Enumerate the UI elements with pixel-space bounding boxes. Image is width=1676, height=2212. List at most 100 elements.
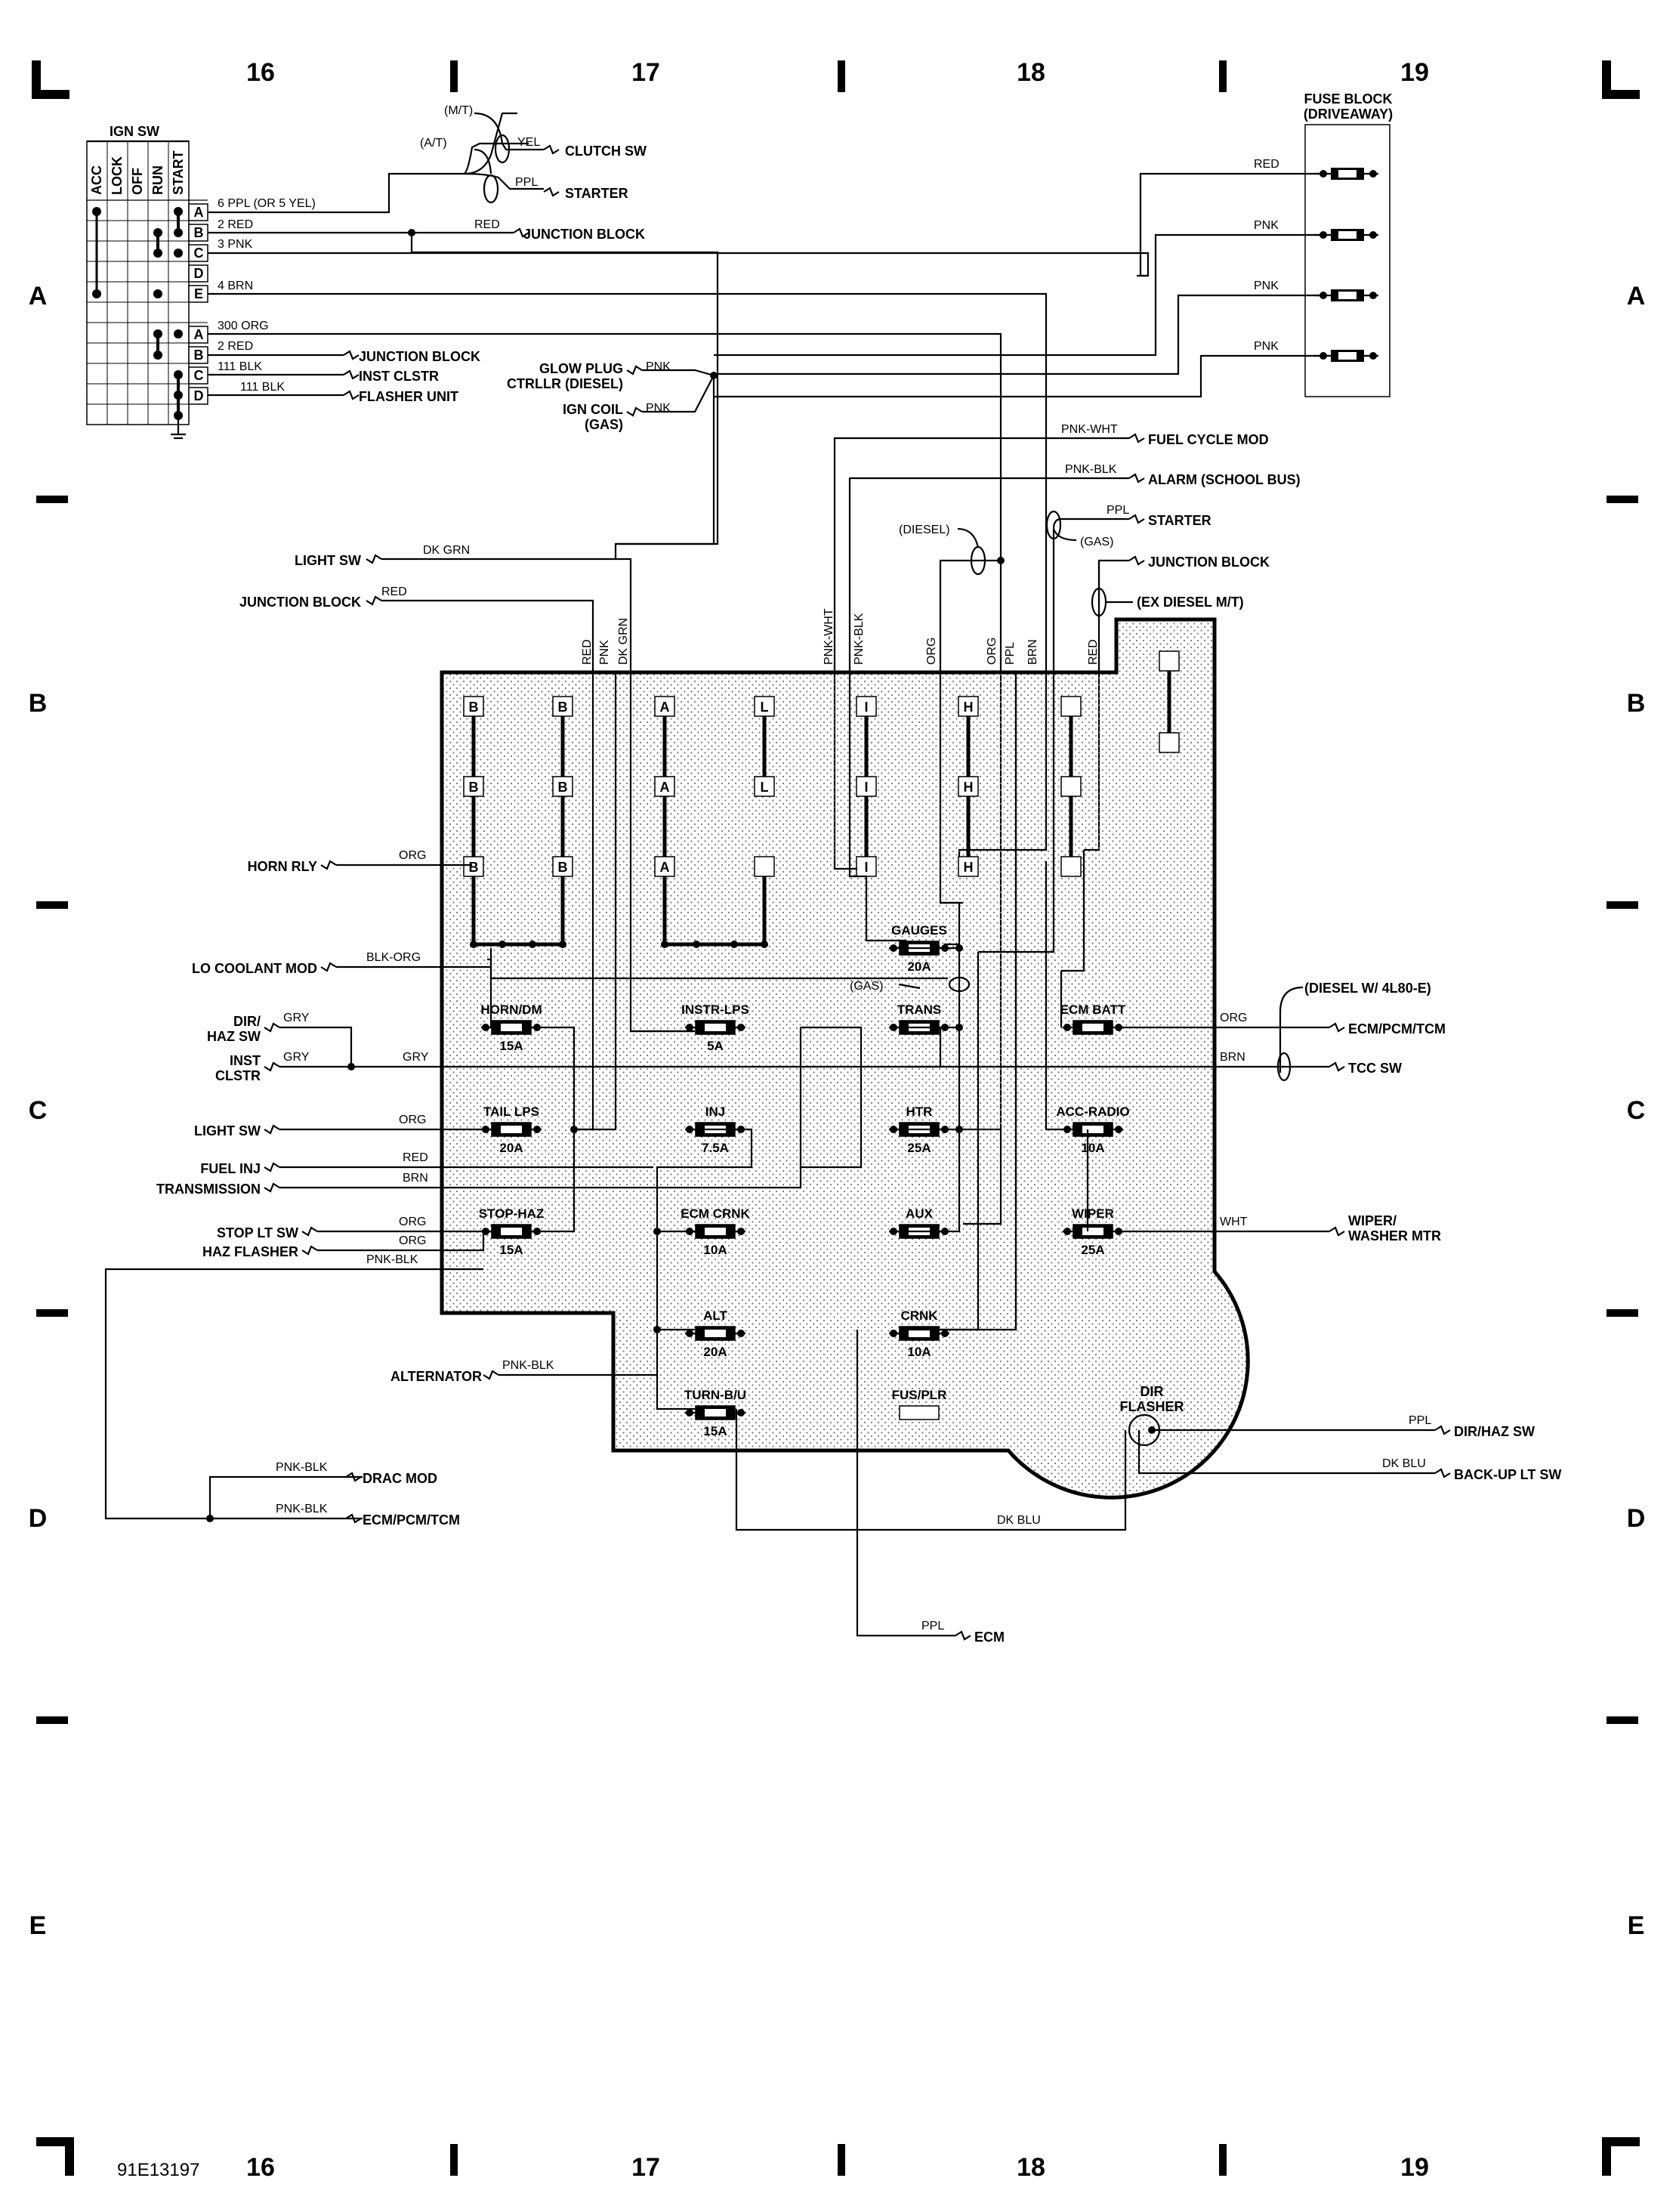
connector-gas: (GAS) <box>1080 536 1113 548</box>
ign-terminal: B <box>194 348 204 363</box>
fuse-name: TURN-B/U <box>684 1388 746 1402</box>
wire-label: PNK <box>1254 219 1279 232</box>
connector-dir-haz-sw-2: HAZ SW <box>207 1029 261 1044</box>
connector-dir-haz-sw: DIR/ <box>233 1014 261 1029</box>
bus-terminal-label: A <box>660 700 670 715</box>
driveaway-fuse-block: FUSE BLOCK (DRIVEAWAY) RED PNK <box>714 91 1393 398</box>
ign-terminal: C <box>194 246 204 261</box>
bus-terminal-label: L <box>761 780 769 795</box>
connector-horn-rly: HORN RLY <box>248 859 317 874</box>
connector-gas-2: (GAS) <box>850 980 883 993</box>
ign-terminal: C <box>194 368 204 383</box>
fuse-rating: 5A <box>707 1039 724 1053</box>
wire-label: PNK-WHT <box>823 608 835 665</box>
connector-junction-block-3: JUNCTION BLOCK <box>1148 555 1270 570</box>
fuse-block-title: FUSE BLOCK <box>1304 91 1393 107</box>
row-label: D <box>1627 1504 1646 1533</box>
connector-washer-mtr: WASHER MTR <box>1348 1228 1441 1243</box>
bus-terminal-label: B <box>558 700 568 715</box>
wire-label: PNK <box>1254 280 1279 292</box>
connector-wiper: WIPER/ <box>1348 1213 1397 1228</box>
bus-terminal-label: B <box>558 860 568 875</box>
wire-label: ORG <box>399 1234 426 1247</box>
fuse-name: ECM CRNK <box>681 1206 750 1221</box>
wire-label: RED <box>381 585 407 598</box>
frame-marks <box>32 60 1640 2176</box>
ign-wires: 6 PPL (OR 5 YEL) 2 RED 3 PNK 4 BRN 300 O… <box>208 104 1150 1131</box>
ign-terminal: D <box>194 266 204 281</box>
connector-glow-plug-2: CTRLLR (DIESEL) <box>507 376 623 391</box>
wire-label: DK GRN <box>423 544 470 557</box>
fuse-rating: 25A <box>907 1141 931 1155</box>
wire-label: 2 RED <box>218 340 253 353</box>
wire-label: PNK <box>598 640 611 665</box>
bus-terminal-label: H <box>964 780 974 795</box>
fuse-name: INJ <box>705 1104 725 1119</box>
fuse-fus-plr: FUS/PLR <box>892 1388 946 1420</box>
ign-sw-title: IGN SW <box>110 124 159 139</box>
column-label: 19 <box>1400 58 1429 87</box>
fuse-name: ECM BATT <box>1060 1003 1126 1017</box>
bus-terminal-label: B <box>469 700 479 715</box>
row-label: A <box>29 282 48 310</box>
connector-inst: INST <box>230 1053 261 1068</box>
connector-alternator: ALTERNATOR <box>390 1369 482 1384</box>
connector-fuel-inj: FUEL INJ <box>200 1161 261 1176</box>
fuse-rating: 15A <box>703 1424 727 1438</box>
wire-label: 111 BLK <box>240 381 285 394</box>
bus-terminal-label: A <box>660 860 670 875</box>
wire-label: BRN <box>1220 1051 1245 1064</box>
connector-diesel: (DIESEL) <box>899 524 950 536</box>
fuse-name: ACC-RADIO <box>1056 1104 1129 1119</box>
bus-terminal-label: I <box>864 700 868 715</box>
bus-terminal-label: A <box>660 780 670 795</box>
wire-label: PPL <box>1107 504 1129 517</box>
connector-ecm: ECM <box>974 1630 1005 1645</box>
wire-label: PPL <box>1004 642 1017 665</box>
ign-position-label: OFF <box>130 168 145 195</box>
wire-label: 4 BRN <box>218 280 253 292</box>
connector-clutch-sw: CLUTCH SW <box>565 144 647 159</box>
wire-label: PNK-BLK <box>853 613 866 665</box>
wire-label: (A/T) <box>420 137 447 150</box>
connector-light-sw: LIGHT SW <box>295 553 361 568</box>
left-connectors: ORG HORN RLY BLK-ORG LO COOLANT MOD (GAS… <box>104 849 971 1528</box>
row-label: B <box>29 689 48 718</box>
connector-fuel-cycle-mod: FUEL CYCLE MOD <box>1148 432 1269 447</box>
column-label: 16 <box>246 58 275 87</box>
fuse-rating: 10A <box>703 1243 727 1257</box>
connector-starter: STARTER <box>565 186 628 201</box>
wire-label: RED <box>474 218 500 231</box>
wire-label: DK BLU <box>1382 1457 1426 1470</box>
row-label: C <box>29 1096 48 1125</box>
wire-label: WHT <box>1220 1216 1248 1228</box>
dir-flasher-label-2: FLASHER <box>1120 1399 1184 1414</box>
fuse-ecm-crnk: ECM CRNK 10A <box>681 1206 750 1257</box>
fuse-rating: 15A <box>499 1039 523 1053</box>
bus-terminal-label: B <box>469 780 479 795</box>
wire-label: (M/T) <box>444 104 473 117</box>
connector-junction-block-2: JUNCTION BLOCK <box>359 349 480 364</box>
connector-starter-2: STARTER <box>1148 513 1211 528</box>
fuse-rating: 20A <box>703 1345 727 1359</box>
column-label: 17 <box>631 58 660 87</box>
wire-label: ORG <box>399 1114 426 1126</box>
dir-flasher-label: DIR <box>1140 1384 1164 1399</box>
right-connectors: ORG ECM/PCM/TCM (DIESEL W/ 4L80-E) BRN T… <box>735 672 1561 1645</box>
fuse-rating: 10A <box>1081 1141 1104 1155</box>
ign-position-label: RUN <box>150 165 165 195</box>
ignition-switch: IGN SW ACC LOCK OFF RUN START <box>86 124 208 440</box>
connector-light-sw-2: LIGHT SW <box>194 1123 261 1138</box>
fuse-panel <box>440 617 1250 1500</box>
wire-label: ORG <box>399 849 426 862</box>
bus-terminal-label: L <box>761 700 769 715</box>
fuse-rating: 20A <box>907 959 931 974</box>
fuse-name: TAIL LPS <box>483 1104 539 1119</box>
connector-alarm: ALARM (SCHOOL BUS) <box>1148 472 1301 487</box>
connector-diesel-4l80e: (DIESEL W/ 4L80-E) <box>1304 981 1431 996</box>
